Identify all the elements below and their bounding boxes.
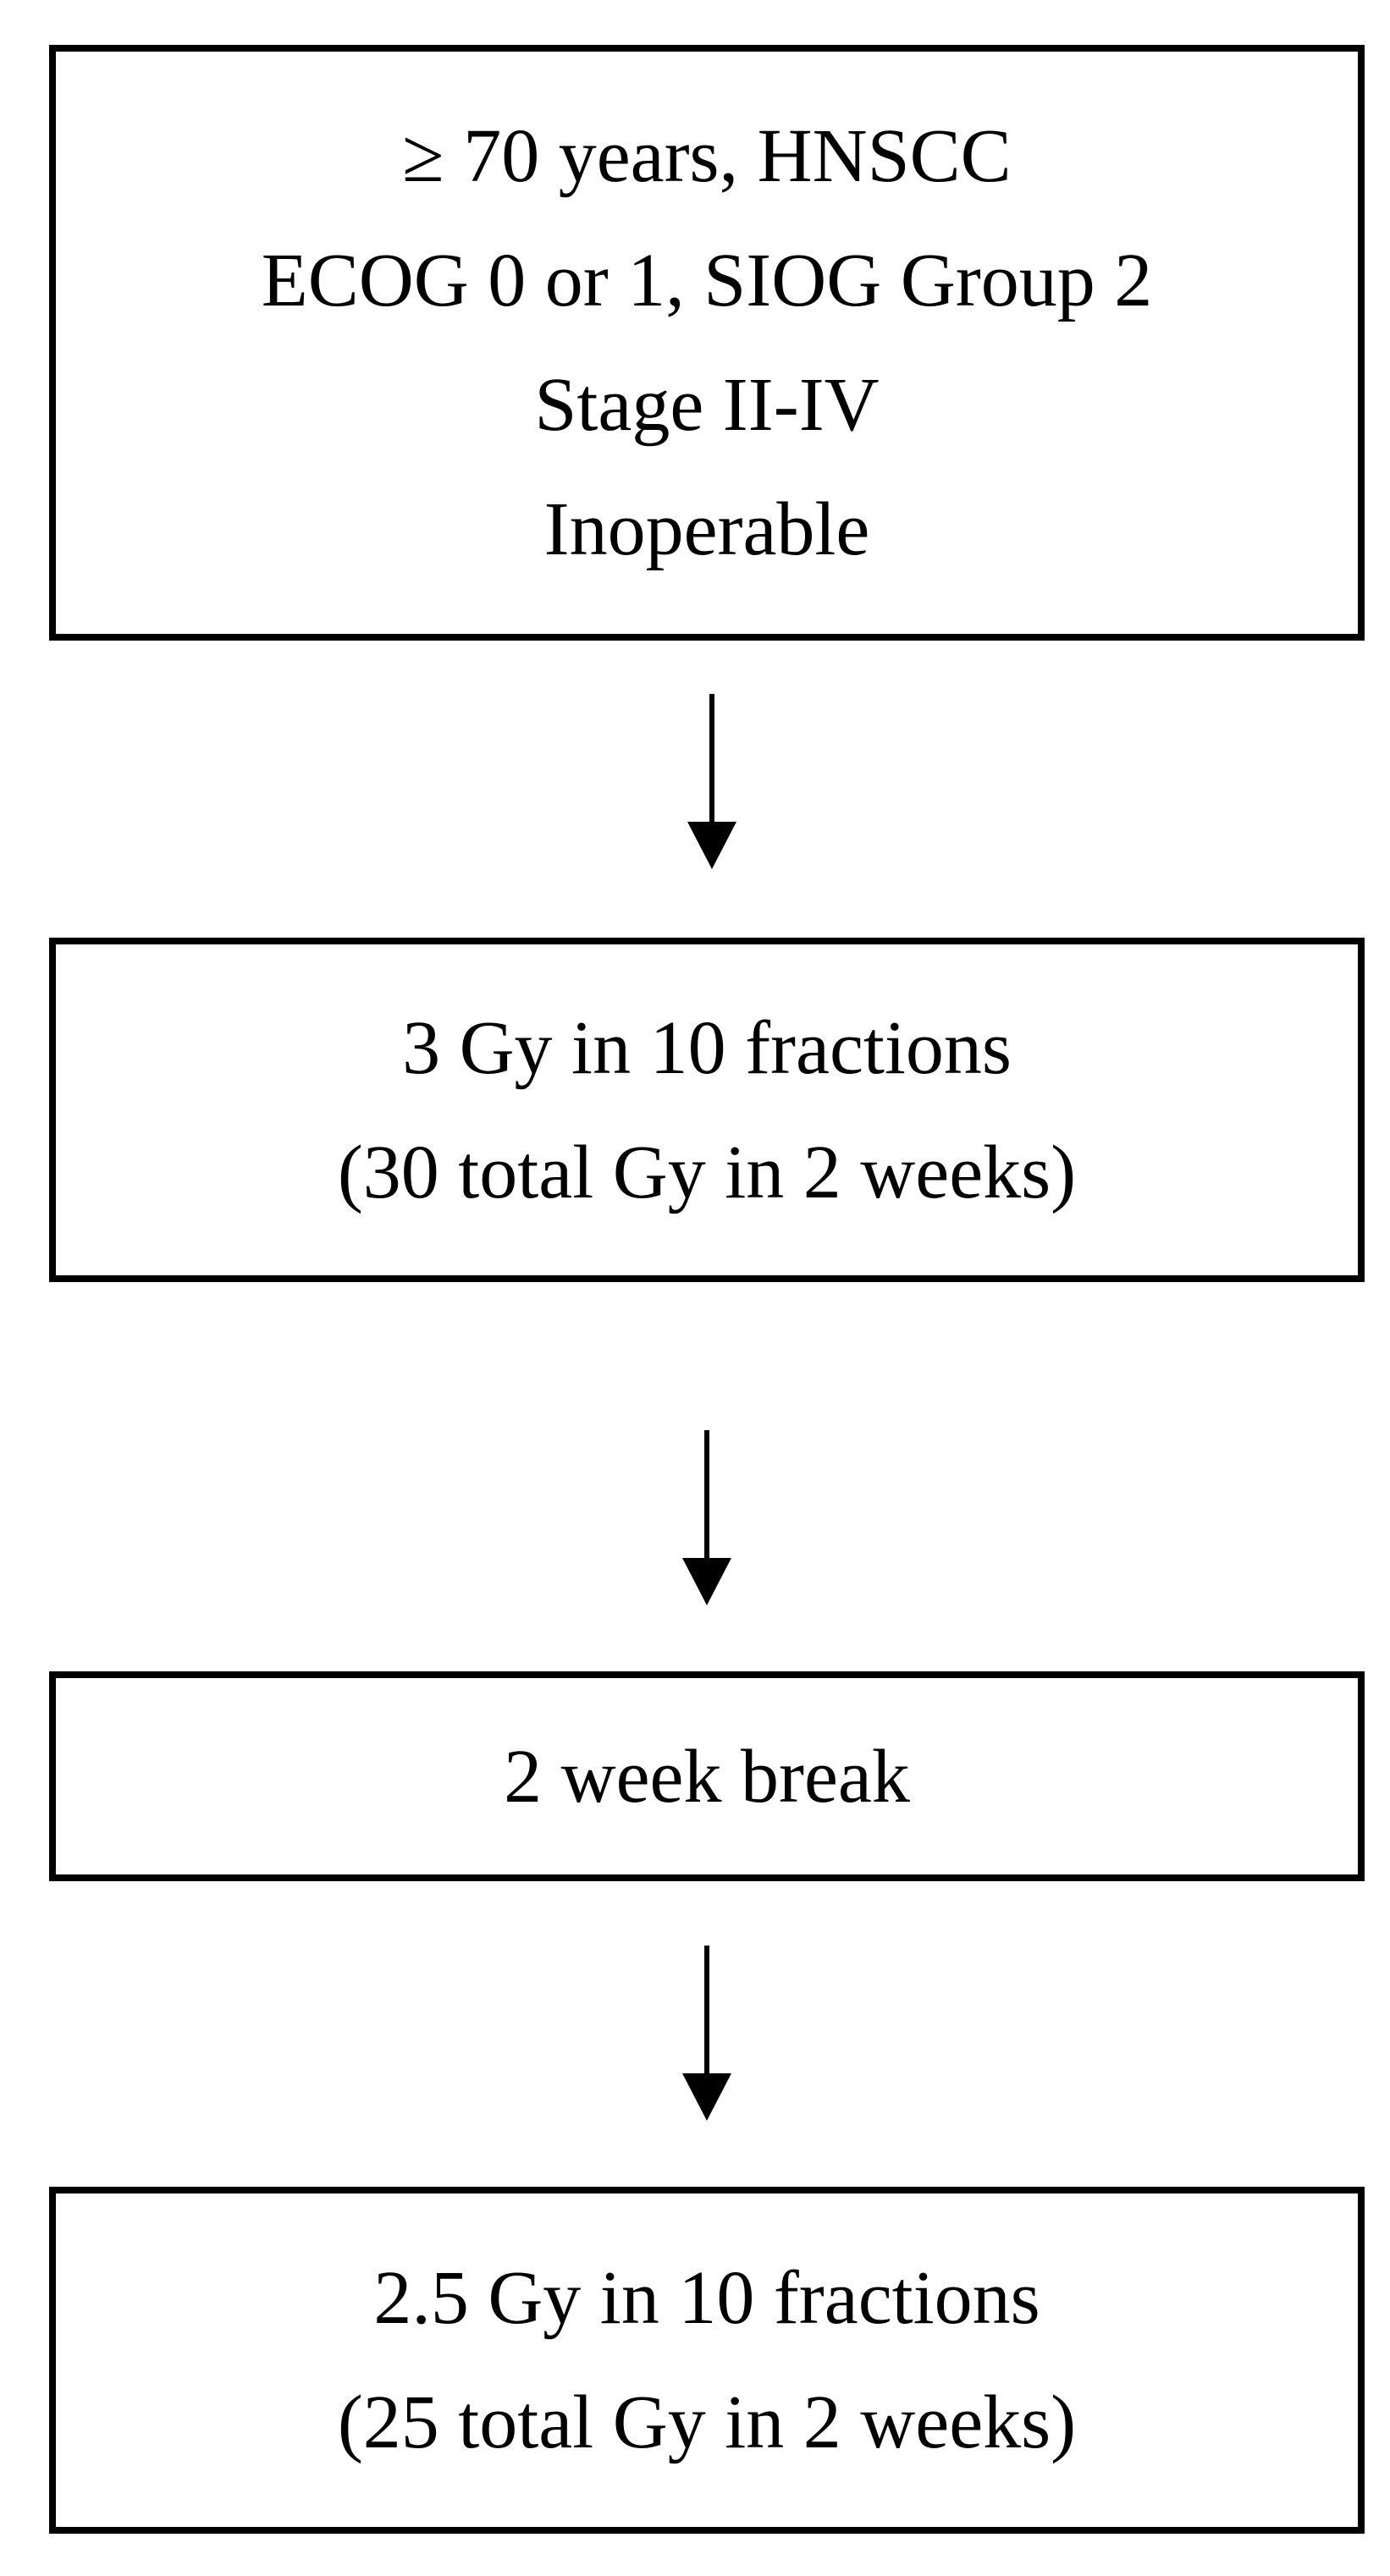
first-course-total-line: (30 total Gy in 2 weeks) <box>337 1130 1077 1214</box>
second-course-dose-line: 2.5 Gy in 10 fractions <box>373 2256 1040 2340</box>
eligibility-line-ecog: ECOG 0 or 1, SIOG Group 2 <box>261 239 1153 322</box>
down-arrow-icon <box>682 1946 731 2121</box>
first-course-dose-line: 3 Gy in 10 fractions <box>402 1005 1012 1090</box>
flowchart-box-treatment-break: 2 week break <box>49 1671 1365 1881</box>
flowchart-box-eligibility: ≥ 70 years, HNSCC ECOG 0 or 1, SIOG Grou… <box>49 45 1365 641</box>
eligibility-line-age: ≥ 70 years, HNSCC <box>402 114 1012 198</box>
down-arrow-head <box>682 2073 731 2121</box>
second-course-total-line: (25 total Gy in 2 weeks) <box>337 2381 1077 2464</box>
flowchart-box-second-course: 2.5 Gy in 10 fractions (25 total Gy in 2… <box>49 2187 1365 2534</box>
down-arrow-icon <box>682 1430 731 1605</box>
down-arrow-head <box>682 1558 731 1605</box>
treatment-break-line: 2 week break <box>504 1734 910 1819</box>
down-arrow-icon <box>687 694 736 869</box>
down-arrow-head <box>687 822 736 869</box>
eligibility-line-stage: Stage II-IV <box>534 363 880 447</box>
eligibility-line-operability: Inoperable <box>543 487 870 571</box>
flowchart-box-first-course: 3 Gy in 10 fractions (30 total Gy in 2 w… <box>49 938 1365 1282</box>
